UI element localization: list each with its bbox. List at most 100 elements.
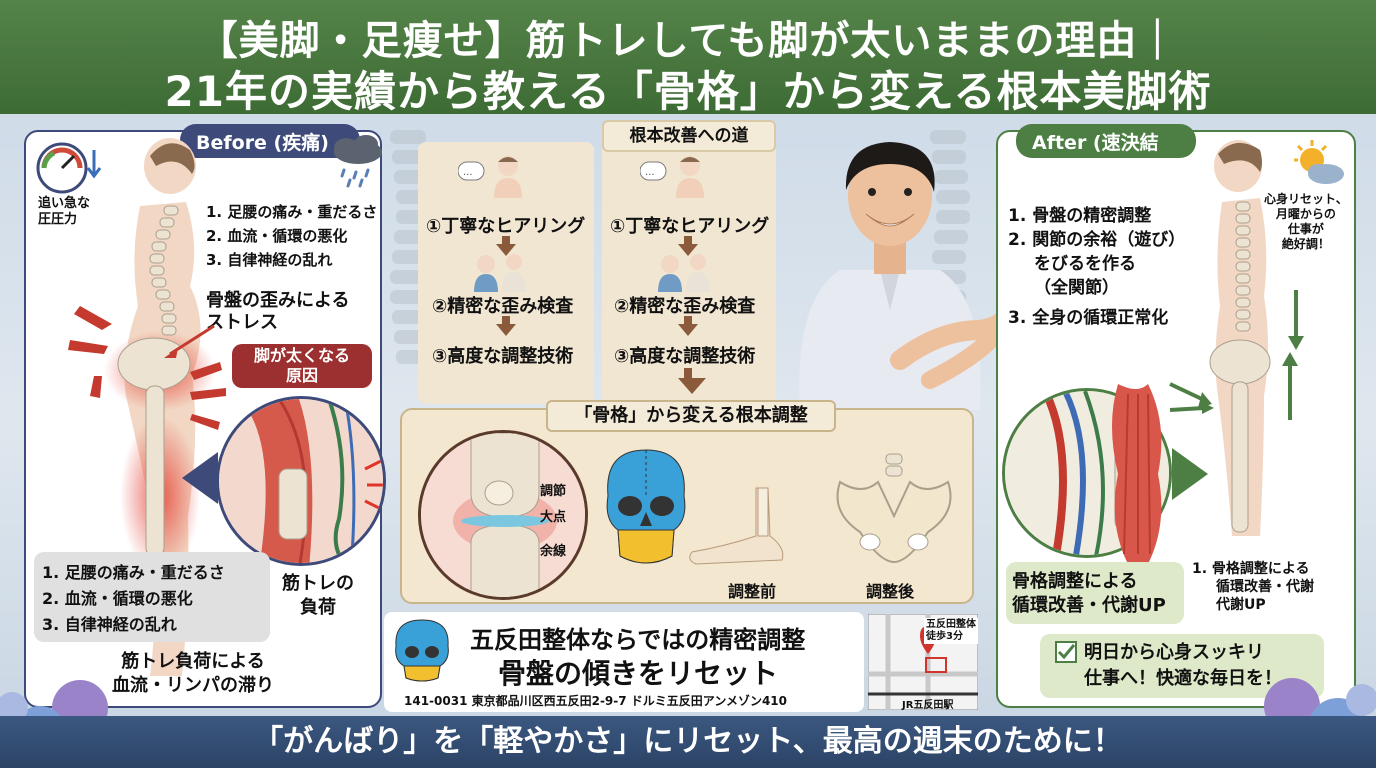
before-symptom-2: 2. 血流・循環の悪化 (206, 227, 348, 245)
before-symptom-1: 1. 足腰の痛み・重だるさ (206, 203, 378, 221)
knee-label-1: 調節 (540, 484, 567, 499)
skull-logo-icon (395, 619, 449, 682)
check-line1: 明日から心身スッキリ (1084, 642, 1264, 663)
sun-cloud-icon (1294, 140, 1344, 184)
header-title-line2: 21年の実績から教える「骨格」から変える根本美脚術 (164, 67, 1212, 116)
footer-slogan: 「がんばり」を「軽やかさ」にリセット、最高の週末のために！ (253, 724, 1123, 759)
practitioner-photo (799, 142, 1010, 410)
stress-arrows (68, 306, 226, 430)
after-woman-figure (1209, 140, 1271, 536)
right-arrow-3 (678, 378, 706, 394)
pelvis-stress-line2: ストレス (206, 312, 278, 333)
right-step-1: ①丁寧なヒアリング (610, 216, 770, 237)
map-station-label: JR五反田駅 (902, 700, 954, 711)
metabolism-line1: 骨格調整による (1012, 571, 1138, 592)
header-banner: 【美脚・足痩せ】筋トレしても脚が太いままの理由｜ 21年の実績から教える「骨格」… (0, 0, 1376, 116)
knee-label-2: 大点 (540, 510, 567, 525)
after-result-2b: をびるを作る (1034, 254, 1136, 274)
road-title: 根本改善への道 (602, 120, 776, 152)
before-bottom-item-2: 2. 血流・循環の悪化 (42, 589, 193, 608)
metabolism-small-line1: 1. 骨格調整による (1192, 561, 1310, 577)
left-arrow-stem-2 (502, 316, 510, 326)
right-arrow-1 (678, 244, 698, 256)
header-title-line1: 【美脚・足痩せ】筋トレしても脚が太いままの理由｜ (197, 18, 1179, 64)
map-label-line1: 五反田整体 (926, 619, 976, 630)
right-step-2: ②精密な歪み検査 (614, 296, 756, 317)
metabolism-small-line2: 循環改善・代謝 (1216, 579, 1314, 595)
hearing-person-icon-2: ... (640, 156, 704, 198)
after-result-2: 2. 関節の余裕（遊び） (1008, 230, 1186, 250)
metabolism-small-label: 1. 骨格調整による 循環改善・代謝 代謝UP (1192, 560, 1314, 614)
before-symptom-list: 1. 足腰の痛み・重だるさ 2. 血流・循環の悪化 3. 自律神経の乱れ (206, 200, 377, 272)
lymph-stagnation-label: 筋トレ負荷による 血流・リンパの滞り (112, 650, 274, 698)
training-load-line2: 負荷 (300, 597, 336, 618)
before-bottom-list: 1. 足腰の痛み・重だるさ 2. 血流・循環の悪化 3. 自律神経の乱れ (42, 560, 225, 638)
zoom-pointer (182, 452, 218, 504)
left-step-2: ②精密な歪み検査 (432, 296, 574, 317)
gauge-caption-line2: 圧圧力 (38, 212, 78, 227)
rain-cloud-icon (334, 135, 382, 188)
metabolism-small-line3: 代謝UP (1216, 597, 1266, 613)
before-bottom-item-3: 3. 自律神経の乱れ (42, 615, 177, 634)
pointer-arrow (164, 324, 215, 358)
footer-banner: 「がんばり」を「軽やかさ」にリセット、最高の週末のために！ (0, 716, 1376, 768)
lymph-line2: 血流・リンパの滞り (112, 675, 274, 696)
right-step-3: ③高度な調整技術 (614, 346, 756, 367)
after-side-line4: 絶好調！ (1281, 237, 1330, 251)
after-result-3: 3. 全身の循環正常化 (1008, 308, 1169, 328)
right-arrow-stem-2 (684, 316, 692, 326)
adjust-after-label: 調整後 (866, 582, 915, 601)
inflamed-muscle-illustration (219, 399, 383, 563)
adjust-before-label: 調整前 (728, 582, 777, 601)
after-title: After (速決結果) (1032, 132, 1159, 181)
hearing-person-icon: ... (458, 156, 522, 198)
clinic-address: 141-0031 東京都品川区西五反田2-9-7 ドルミ五反田アンメゾン410 (404, 694, 788, 708)
map-clinic-label: 五反田整体 徒歩3分 (924, 618, 978, 644)
pressure-gauge-icon (36, 142, 102, 194)
pelvis-bone-icon (836, 453, 952, 564)
lymph-line1: 筋トレ負荷による (121, 651, 265, 672)
metabolism-line2: 循環改善・代謝UP (1012, 595, 1166, 616)
after-side-line2: 月曜からの (1275, 207, 1336, 221)
after-result-list: 1. 骨盤の精密調整 2. 関節の余裕（遊び） をびるを作る （全関節） 3. … (1008, 204, 1185, 330)
svg-text:...: ... (645, 167, 655, 178)
pelvis-stress-line1: 骨盤の歪みによる (206, 290, 350, 311)
before-bottom-item-1: 1. 足腰の痛み・重だるさ (42, 563, 225, 582)
check-message: 明日から心身スッキリ 仕事へ！快適な毎日を！ (1084, 640, 1282, 692)
check-line2: 仕事へ！快適な毎日を！ (1084, 668, 1282, 689)
metabolism-box (1006, 562, 1184, 624)
training-load-label: 筋トレの 負荷 (282, 572, 354, 620)
clinic-line1: 五反田整体ならではの精密調整 (470, 626, 806, 654)
knee-label-3: 余線 (540, 544, 567, 559)
after-side-caption: 心身リセット、 月曜からの 仕事が 絶好調！ (1264, 192, 1348, 252)
gauge-caption: 追い急な 圧圧力 (38, 196, 90, 228)
gauge-caption-line1: 追い急な (38, 196, 91, 211)
training-load-line1: 筋トレの (282, 573, 354, 594)
inspection-icon-2 (658, 254, 710, 292)
before-bottom-list-box (34, 552, 270, 642)
right-arrow-stem-1 (684, 236, 692, 246)
foot-bones-icon (689, 487, 784, 565)
after-side-line3: 仕事が (1287, 222, 1324, 236)
knee-joint-zoom (418, 430, 588, 600)
metabolism-label: 骨格調整による 循環改善・代謝UP (1012, 570, 1166, 618)
right-arrow-2 (678, 324, 698, 336)
after-side-line1: 心身リセット、 (1264, 192, 1348, 206)
left-arrow-1 (496, 244, 516, 256)
before-muscle-zoom (216, 396, 386, 566)
left-arrow-2 (496, 324, 516, 336)
after-zoom-pointer (1172, 448, 1208, 500)
after-title-badge: After (速決結果) (1016, 124, 1196, 181)
inspection-icon (474, 254, 526, 292)
adjustment-title: 「骨格」から変える根本調整 (546, 400, 836, 432)
svg-text:...: ... (463, 167, 473, 178)
cause-badge: 脚が太くなる 原因 (232, 344, 372, 388)
left-arrow-stem-1 (502, 236, 510, 246)
map-label-line2: 徒歩3分 (926, 631, 963, 642)
before-symptom-3: 3. 自律神経の乱れ (206, 251, 333, 269)
cause-line1: 脚が太くなる (253, 346, 350, 365)
after-result-1: 1. 骨盤の精密調整 (1008, 206, 1152, 226)
right-arrow-stem-3 (684, 368, 692, 380)
cause-line2: 原因 (285, 366, 318, 385)
pelvis-stress-label: 骨盤の歪みによる ストレス (206, 290, 349, 334)
